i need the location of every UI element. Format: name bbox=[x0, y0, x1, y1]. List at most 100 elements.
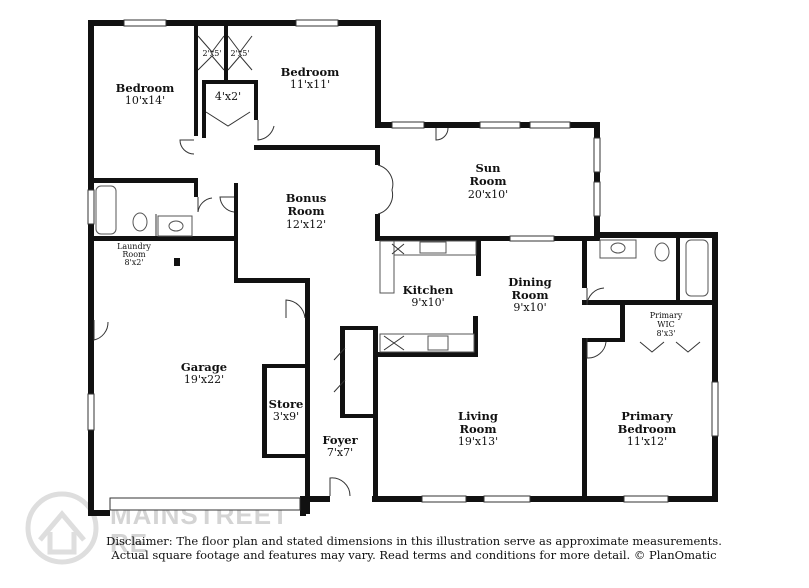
wall bbox=[88, 20, 94, 516]
door-swing bbox=[586, 338, 607, 359]
kitchen-counter bbox=[379, 333, 475, 353]
wall bbox=[88, 20, 380, 26]
door-swing bbox=[586, 287, 605, 306]
wall bbox=[262, 454, 305, 458]
room-dim-kitchen: 9'x10' bbox=[411, 296, 444, 309]
closet-doors bbox=[333, 347, 346, 393]
sink bbox=[168, 220, 184, 232]
bathtub bbox=[95, 185, 117, 235]
wall bbox=[375, 145, 380, 165]
room-labels: Bedroom 10'x14' Bedroom 11'x11' 2'x5' 2'… bbox=[116, 49, 683, 459]
window bbox=[295, 19, 339, 27]
garage-door bbox=[109, 497, 301, 511]
room-name-bonus: Bonus bbox=[286, 191, 327, 205]
kitchen-counter bbox=[379, 240, 395, 294]
room-name-laundry-2: Room bbox=[122, 250, 146, 259]
room-dim-primary-bedroom: 11'x12' bbox=[627, 435, 667, 448]
room-dim-bedroom-2: 11'x11' bbox=[290, 78, 330, 91]
closet-dim-3: 4'x2' bbox=[215, 90, 241, 103]
wall bbox=[194, 183, 198, 197]
stove bbox=[427, 335, 449, 351]
room-name-sun: Sun bbox=[475, 161, 501, 175]
door-swing bbox=[329, 477, 351, 497]
window bbox=[483, 495, 531, 503]
room-name-bedroom: Bedroom bbox=[116, 81, 175, 95]
wall bbox=[262, 364, 305, 368]
wall bbox=[88, 236, 238, 241]
wall bbox=[620, 300, 625, 342]
door-swing bbox=[93, 320, 109, 341]
wall bbox=[340, 414, 378, 418]
door-swing bbox=[435, 127, 449, 141]
window bbox=[711, 381, 719, 437]
window bbox=[593, 137, 601, 173]
closet-dim: 2'x5' bbox=[202, 49, 221, 58]
room-name-living: Living bbox=[458, 409, 498, 423]
wall bbox=[305, 318, 310, 514]
door-swing bbox=[257, 120, 275, 141]
room-dim-primary-wic: 8'x3' bbox=[656, 329, 675, 338]
room-name-primary-bedroom-2: Bedroom bbox=[618, 422, 677, 436]
wall bbox=[582, 338, 624, 342]
room-name-primary-wic-2: WIC bbox=[657, 320, 675, 329]
wall bbox=[224, 26, 228, 84]
window bbox=[421, 495, 467, 503]
door-swing bbox=[285, 299, 306, 319]
window bbox=[509, 235, 555, 242]
wall bbox=[582, 300, 718, 305]
window bbox=[391, 121, 425, 129]
closet-dim-2: 2'x5' bbox=[230, 49, 249, 58]
door-swing bbox=[219, 196, 235, 213]
wall bbox=[234, 278, 310, 283]
room-dim-dining: 9'x10' bbox=[513, 301, 546, 314]
wall bbox=[202, 80, 206, 138]
room-name-primary-bedroom: Primary bbox=[621, 409, 673, 423]
room-name-primary-wic: Primary bbox=[650, 311, 683, 320]
watermark-house-icon bbox=[38, 510, 86, 555]
toilet bbox=[654, 242, 670, 262]
wall bbox=[262, 364, 267, 458]
room-name-store: Store bbox=[269, 397, 304, 411]
room-dim-sun: 20'x10' bbox=[468, 188, 508, 201]
disclaimer-line-1: Disclaimer: The floor plan and stated di… bbox=[106, 534, 722, 548]
room-name-dining: Dining bbox=[508, 275, 551, 289]
wall bbox=[234, 183, 238, 283]
window bbox=[623, 495, 669, 503]
room-name-living-2: Room bbox=[459, 422, 496, 436]
sink bbox=[610, 242, 626, 254]
room-name-foyer: Foyer bbox=[322, 433, 358, 447]
doors bbox=[93, 35, 701, 497]
door-swing bbox=[197, 197, 213, 213]
closet-doors bbox=[227, 35, 253, 71]
wall bbox=[375, 236, 485, 241]
watermark-logo-icon bbox=[25, 491, 99, 565]
room-name-bedroom-2: Bedroom bbox=[281, 65, 340, 79]
window bbox=[593, 181, 601, 217]
wall bbox=[373, 326, 378, 502]
room-name-garage: Garage bbox=[181, 360, 227, 374]
windows bbox=[87, 19, 719, 511]
window bbox=[529, 121, 571, 129]
wall bbox=[194, 26, 198, 136]
room-dim-store: 3'x9' bbox=[273, 410, 299, 423]
closet-doors bbox=[639, 341, 701, 353]
room-name-bonus-2: Room bbox=[287, 204, 324, 218]
toilet bbox=[132, 212, 148, 232]
bathtub bbox=[685, 239, 709, 297]
wall bbox=[676, 236, 680, 300]
door-swing bbox=[179, 139, 195, 155]
window bbox=[123, 19, 167, 27]
wall bbox=[594, 232, 718, 238]
room-dim-living: 19'x13' bbox=[458, 435, 498, 448]
wall bbox=[712, 232, 718, 502]
watermark-text-2: RE bbox=[110, 528, 148, 558]
wall bbox=[594, 122, 600, 238]
door-swing bbox=[377, 164, 394, 215]
room-name-kitchen: Kitchen bbox=[403, 283, 454, 297]
wall bbox=[202, 80, 258, 84]
wall bbox=[582, 236, 587, 288]
room-name-sun-2: Room bbox=[469, 174, 506, 188]
wall bbox=[305, 278, 310, 318]
room-dim-bedroom: 10'x14' bbox=[125, 94, 165, 107]
